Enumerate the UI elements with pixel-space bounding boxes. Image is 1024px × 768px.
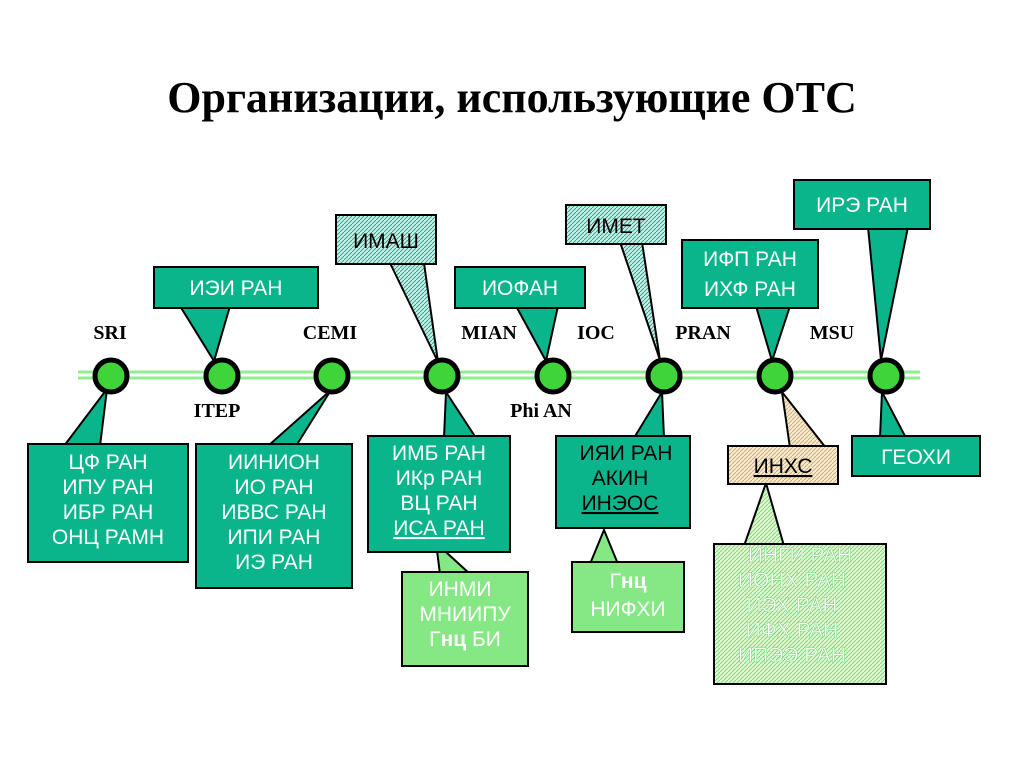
callout-text-ingi-2: ИОНХ РАН: [738, 569, 846, 592]
callout-tail-ire: [866, 226, 910, 361]
callout-tail-imet: [618, 241, 661, 361]
callout-text-ifp-2: ИХФ РАН: [704, 278, 796, 301]
callout-box-imet: [565, 204, 667, 245]
callout-text-iyai-3: ИНЭОС: [582, 492, 659, 515]
callout-text-inmi-3: Гнц БИ: [429, 628, 501, 651]
slide-title: Организации, использующие ОТС: [167, 73, 857, 122]
callout-box-inmi: [401, 571, 529, 667]
callout-text-iinion-4: ИПИ РАН: [228, 526, 321, 549]
callout-box-iofan: [454, 266, 586, 309]
callout-box-ire: [793, 179, 931, 230]
callout-text-ieirpan: ИЭИ РАН: [190, 277, 283, 300]
callout-text-imb-2: ИКр РАН: [396, 467, 483, 490]
callout-text-ifp-1: ИФП РАН: [703, 248, 797, 271]
callout-text-inhs: ИНХС: [754, 455, 813, 478]
callout-tail-inhs: [780, 388, 829, 449]
timeline-node-cemi: [313, 357, 351, 395]
callout-tail-imb: [442, 388, 478, 439]
callout-box-tsf: [27, 443, 189, 563]
callout-box-ifp: [681, 239, 819, 309]
callout-tail-iyai: [632, 388, 666, 439]
callout-box-imash: [335, 214, 437, 265]
callout-tail-ieirpan: [178, 305, 232, 364]
callout-text-gnc-nifhi-1: Гнц: [610, 570, 647, 593]
callout-text-geohi: ГЕОХИ: [881, 446, 951, 469]
timeline-node-pran: [645, 357, 683, 395]
callout-tail-iofan: [514, 305, 560, 364]
node-label-msu: MSU: [810, 322, 854, 344]
callout-box-ingi: [713, 543, 887, 685]
node-label-ioc: IOC: [577, 322, 615, 344]
callout-box-imb: [367, 435, 511, 553]
timeline-node-mian: [423, 357, 461, 395]
callout-text-ingi-4: ИФХ РАН: [746, 619, 839, 642]
callout-tail-ingi: [742, 479, 786, 547]
callout-text-tsf-2: ИПУ РАН: [62, 476, 153, 499]
callout-text-iinion-2: ИО РАН: [234, 476, 313, 499]
callout-text-imb-1: ИМБ РАН: [392, 442, 486, 465]
callout-box-gnc-nifhi: [571, 561, 685, 633]
callout-text-tsf-1: ЦФ РАН: [68, 451, 147, 474]
callout-text-gnc-nifhi-2: НИФХИ: [590, 598, 665, 621]
callout-box-iinion: [195, 443, 353, 589]
callout-text-inmi-2: МНИИПУ: [419, 603, 511, 626]
callout-text-ingi-5: ИПЭЭ РАН: [738, 644, 846, 667]
timeline-node-ioc: [534, 357, 572, 395]
callout-text-imet: ИМЕТ: [586, 215, 646, 238]
node-label-phi-an: Phi AN: [510, 400, 572, 422]
timeline-node-end: [867, 357, 905, 395]
node-label-itep: ITEP: [194, 400, 241, 422]
callout-tail-imash: [388, 262, 439, 363]
callout-text-iinion-5: ИЭ РАН: [235, 551, 313, 574]
callout-text-ire: ИРЭ РАН: [816, 194, 908, 217]
callout-box-inhs: [727, 445, 839, 485]
callout-tail-geohi: [878, 388, 908, 439]
callout-box-iyai: [555, 435, 691, 529]
callout-text-tsf-4: ОНЦ РАМН: [52, 526, 164, 549]
callout-text-ingi-1: ИНГИ РАН: [748, 544, 852, 567]
callout-text-iyai-1: ИЯИ РАН: [580, 442, 673, 465]
callout-text-iinion-3: ИВВС РАН: [221, 501, 326, 524]
callout-text-imash: ИМАШ: [353, 230, 419, 253]
callout-text-imb-3: ВЦ РАН: [400, 492, 477, 515]
callout-text-inmi-1: ИНМИ: [429, 578, 492, 601]
callout-text-tsf-3: ИБР РАН: [63, 501, 154, 524]
callout-box-ieirpan: [153, 266, 319, 309]
node-label-sri: SRI: [93, 322, 127, 344]
callout-text-iyai-2: АКИН: [592, 467, 649, 490]
callout-tail-tsf: [61, 385, 109, 447]
timeline-node-itep: [203, 357, 241, 395]
callout-tail-gnc-nifhi: [588, 527, 620, 565]
callout-text-iinion-1: ИИНИОН: [228, 451, 320, 474]
callout-text-imb-4: ИСА РАН: [393, 517, 484, 540]
callout-box-geohi: [851, 435, 981, 477]
callout-tail-ifp: [754, 305, 792, 365]
callout-tail-iinion: [265, 389, 332, 447]
callout-text-ingi-3: ИЭХ РАН: [746, 594, 837, 617]
node-label-cemi: CEMI: [303, 322, 358, 344]
timeline-node-msu: [756, 357, 794, 395]
timeline-node-sri: [92, 357, 130, 395]
callout-text-iofan: ИОФАН: [482, 277, 558, 300]
node-label-pran: PRAN: [675, 322, 731, 344]
node-label-mian: MIAN: [461, 322, 517, 344]
